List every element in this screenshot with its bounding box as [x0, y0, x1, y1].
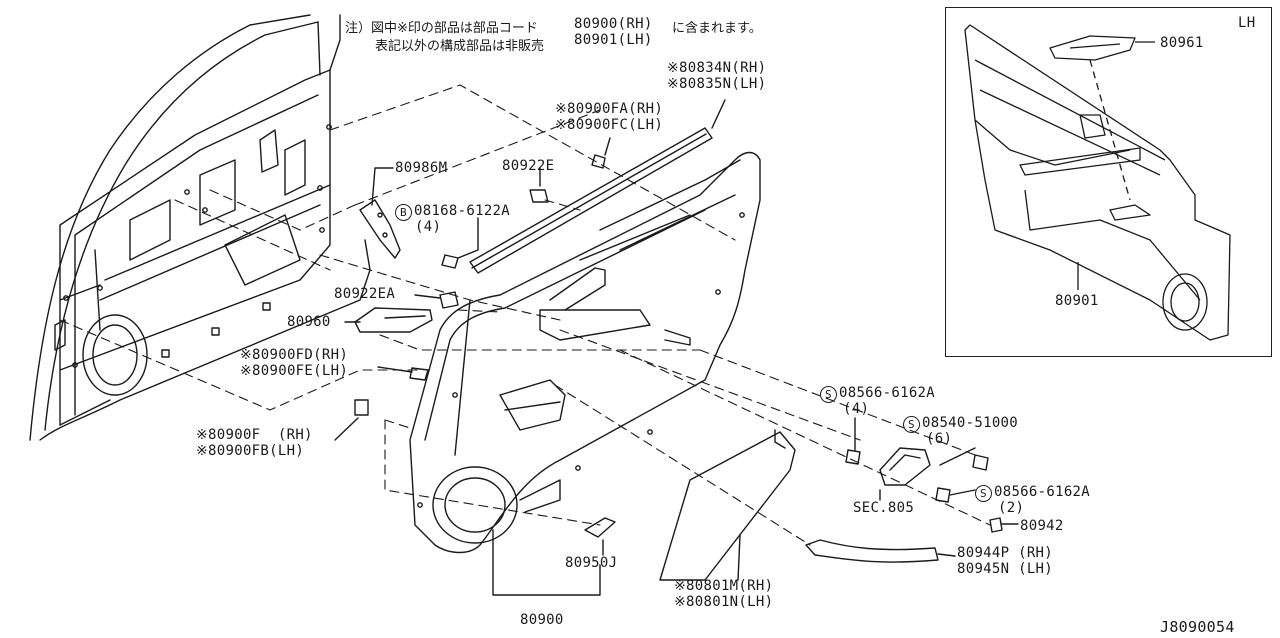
label-80960: 80960 — [287, 314, 331, 330]
label-80900fc: ※80900FC(LH) — [555, 117, 664, 133]
screw-a-code: 08566-6162A — [839, 385, 936, 401]
inset-part-80901: 80901 — [1055, 293, 1099, 309]
screw-prefix-icon: S — [820, 386, 837, 403]
screw-prefix-icon: S — [903, 416, 920, 433]
inset-side-label: LH — [1238, 15, 1256, 31]
note-code-rh: 80900(RH) — [574, 16, 653, 32]
inset-part-80961: 80961 — [1160, 35, 1204, 51]
inset-lh-panel — [964, 24, 1231, 341]
clip-80900fa — [591, 154, 606, 169]
label-80900fb: ※80900FB(LH) — [196, 443, 305, 459]
screw-c-code: 08566-6162A — [994, 484, 1091, 500]
clip-80900f — [354, 399, 369, 416]
switch-bezel-80960 — [354, 307, 433, 333]
label-screw-08566-c-qty: (2) — [998, 500, 1025, 516]
inset-frame — [945, 7, 1272, 357]
label-bolt-08168-qty: (4) — [415, 219, 442, 235]
label-80986m: 80986M — [395, 160, 448, 176]
label-80900: 80900 — [520, 612, 564, 628]
diagram-code: J8090054 — [1160, 618, 1235, 636]
screw-08168 — [441, 254, 459, 269]
label-80942: 80942 — [1020, 518, 1064, 534]
screw-08566-4 — [845, 449, 861, 465]
label-sec805: SEC.805 — [853, 500, 915, 516]
clip-80900fd — [409, 367, 429, 381]
label-80834n: ※80834N(RH) — [667, 60, 767, 76]
screw-b-code: 08540-51000 — [922, 415, 1019, 431]
assembly-dashed-lines — [59, 84, 991, 546]
label-screw-08540-qty: (6) — [926, 431, 953, 447]
note-code-lh: 80901(LH) — [574, 32, 653, 48]
label-80950j: 80950J — [565, 555, 618, 571]
note-line2: 表記以外の構成部品は非販売 — [375, 39, 545, 54]
clip-80922ea — [439, 291, 459, 309]
label-80945n: 80945N (LH) — [957, 561, 1054, 577]
label-80900fa: ※80900FA(RH) — [555, 101, 664, 117]
label-80835n: ※80835N(LH) — [667, 76, 767, 92]
leader-lines — [334, 99, 1019, 596]
label-80900f: ※80900F (RH) — [196, 427, 313, 443]
armrest-strip — [805, 539, 939, 563]
label-80922ea: 80922EA — [334, 286, 396, 302]
inside-handle-sec805 — [879, 447, 931, 486]
bolt-08168-code: 08168-6122A — [414, 203, 511, 219]
part-80942-clip — [989, 517, 1003, 533]
window-moulding-strip — [469, 127, 713, 274]
bolt-prefix-icon: B — [395, 204, 412, 221]
bracket-80986m — [359, 199, 401, 259]
label-screw-08566-a-qty: (4) — [843, 401, 870, 417]
part-80950j-cap — [584, 517, 616, 538]
label-80801n: ※80801N(LH) — [674, 594, 774, 610]
lower-pocket-trim — [659, 429, 796, 581]
label-80922e: 80922E — [502, 158, 555, 174]
label-80900fd: ※80900FD(RH) — [240, 347, 349, 363]
door-body-outline — [29, 14, 371, 441]
screw-08540 — [972, 454, 989, 471]
door-trim-panel — [409, 151, 761, 554]
screw-08566-2 — [935, 487, 951, 503]
label-80944p: 80944P (RH) — [957, 545, 1054, 561]
note-line1-pre: 注）図中※印の部品は部品コード — [345, 21, 538, 36]
note-line1-post: に含まれます。 — [672, 21, 762, 36]
label-80900fe: ※80900FE(LH) — [240, 363, 349, 379]
screw-prefix-icon: S — [975, 485, 992, 502]
label-80801m: ※80801M(RH) — [674, 578, 774, 594]
clip-80922e — [529, 189, 549, 203]
